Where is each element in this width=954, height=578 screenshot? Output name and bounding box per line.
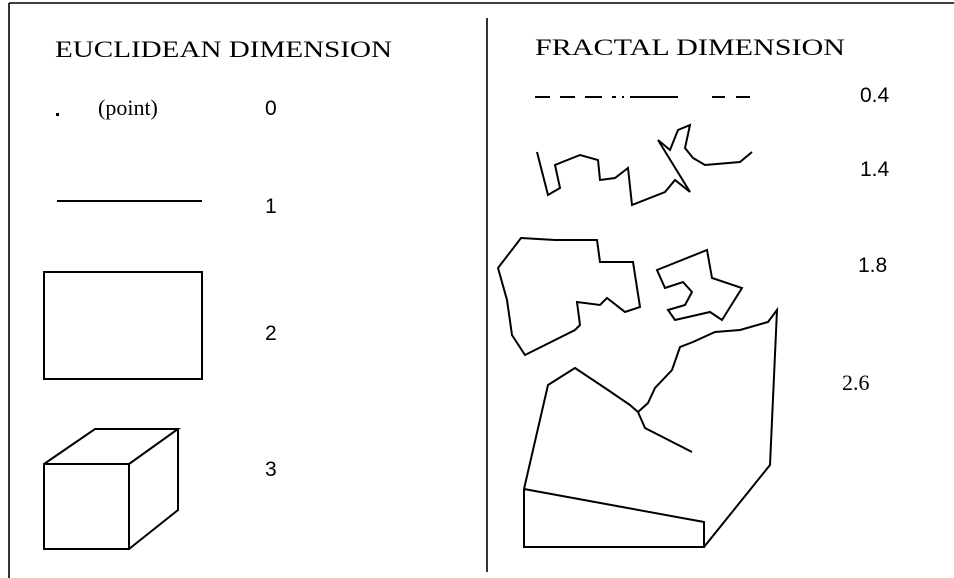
euclidean-dimension-1: 1 (265, 195, 277, 218)
jagged-polygon-large (496, 236, 642, 357)
jagged-polygon-small (655, 248, 744, 322)
fractal-dimension-1-4: 1.4 (860, 158, 890, 181)
euclidean-dimension-2: 2 (265, 322, 277, 345)
rough-surface-shape (523, 306, 779, 548)
fractal-dimension-0-4: 0.4 (860, 84, 890, 107)
zigzag-curve-shape (536, 123, 753, 207)
euclidean-dimension-3: 3 (265, 458, 277, 481)
rectangle-shape (43, 271, 203, 380)
euclidean-dimension-0: 0 (265, 97, 277, 120)
point-label: (point) (98, 95, 158, 120)
fractal-heading: FRACTAL DIMENSION (535, 35, 845, 60)
fractal-dimension-1-8: 1.8 (858, 254, 887, 277)
cube-shape (43, 428, 182, 550)
fractal-dimension-2-6: 2.6 (842, 370, 870, 395)
point-shape (56, 113, 59, 116)
euclidean-heading: EUCLIDEAN DIMENSION (55, 37, 392, 62)
